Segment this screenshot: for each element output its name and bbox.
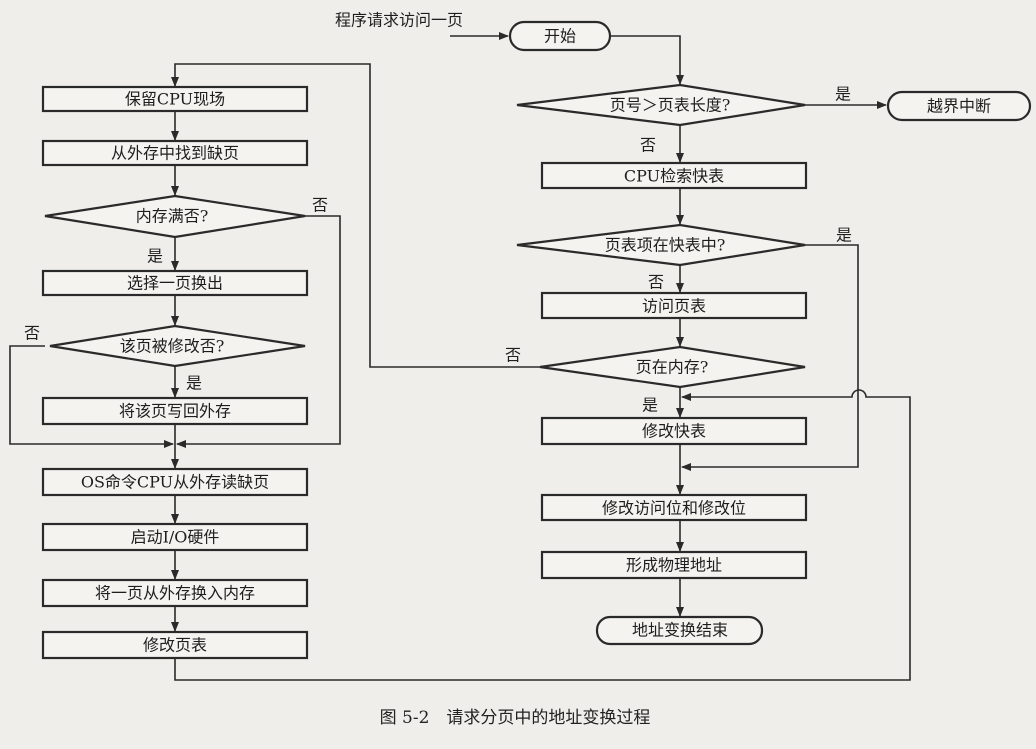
os-read-box	[41, 467, 309, 497]
modified-decision	[49, 324, 306, 368]
physical-address-label: 形成物理地址	[626, 556, 722, 575]
select-out-label: 选择一页换出	[127, 274, 223, 293]
interrupt-label: 越界中断	[927, 97, 991, 116]
no-label: 否	[648, 273, 664, 292]
no-label: 否	[24, 324, 40, 343]
yes-label: 是	[836, 226, 852, 245]
memory-full-decision	[44, 194, 306, 239]
modify-page-table-box	[41, 630, 309, 660]
start-io-label: 启动I/O硬件	[131, 528, 220, 547]
yes-label: 是	[835, 85, 851, 104]
in-memory-decision-label: 页在内存?	[636, 358, 709, 377]
cpu-search-tlb-box	[540, 161, 808, 190]
modify-tlb-label: 修改快表	[642, 422, 706, 441]
end-label: 地址变换结束	[632, 621, 728, 640]
no-label: 否	[505, 346, 521, 365]
write-back-box	[41, 396, 309, 426]
physical-address-box	[540, 550, 808, 580]
no-label: 否	[640, 136, 656, 155]
modify-tlb-box	[540, 416, 808, 446]
save-cpu-label: 保留CPU现场	[125, 90, 225, 109]
start-label: 开始	[544, 27, 576, 46]
page-length-decision	[516, 83, 806, 127]
connectors	[9, 32, 911, 681]
modify-bits-box	[540, 493, 808, 522]
yes-label: 是	[186, 374, 202, 393]
cpu-search-tlb-label: CPU检索快表	[624, 167, 724, 186]
in-tlb-decision-label: 页表项在快表中?	[605, 236, 726, 255]
modify-page-table-label: 修改页表	[143, 636, 207, 655]
find-page-label: 从外存中找到缺页	[111, 144, 239, 163]
swap-in-label: 将一页从外存换入内存	[95, 584, 255, 603]
swap-in-box	[41, 578, 309, 608]
page-length-decision-label: 页号＞页表长度?	[610, 96, 731, 115]
save-cpu-box	[41, 85, 309, 113]
yes-label: 是	[147, 247, 163, 266]
start-io-box	[41, 522, 309, 552]
figure-caption: 图 5-2 请求分页中的地址变换过程	[380, 708, 651, 728]
access-page-table-box	[540, 291, 808, 320]
find-page-box	[41, 139, 309, 167]
in-tlb-decision	[516, 223, 806, 267]
modify-bits-label: 修改访问位和修改位	[602, 499, 746, 518]
in-memory-decision	[539, 345, 806, 389]
write-back-label: 将该页写回外存	[119, 402, 231, 421]
select-out-box	[41, 269, 309, 297]
memory-full-decision-label: 内存满否?	[136, 207, 209, 226]
os-read-label: OS命令CPU从外存读缺页	[81, 473, 269, 492]
yes-label: 是	[642, 396, 658, 415]
access-page-table-label: 访问页表	[642, 297, 706, 316]
end-terminal	[595, 615, 764, 646]
modified-decision-label: 该页被修改否?	[120, 337, 225, 356]
start-terminal	[508, 20, 612, 52]
interrupt-terminal	[886, 90, 1032, 122]
entry-label: 程序请求访问一页	[335, 11, 463, 30]
no-label: 否	[312, 196, 328, 215]
